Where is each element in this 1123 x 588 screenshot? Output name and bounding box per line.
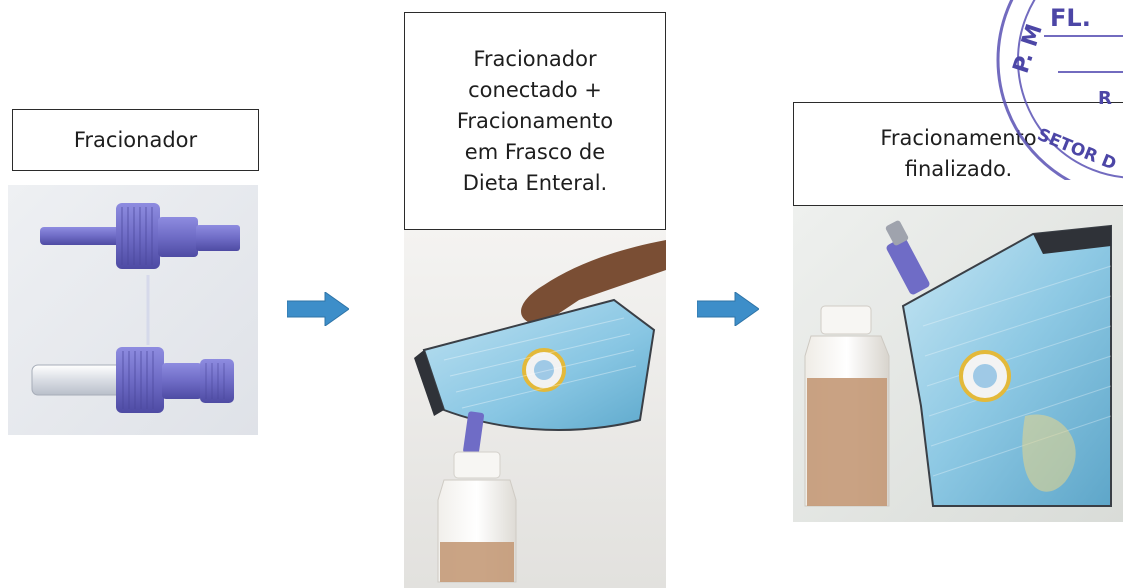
right-arrow-icon [696,291,760,330]
right-arrow-icon [286,291,350,330]
step1-photo-adapters [8,185,258,435]
step2-photo-pouring [404,230,666,588]
svg-text:FL.: FL. [1050,4,1091,32]
step1-label: Fracionador [73,127,198,152]
svg-text:R: R [1098,88,1112,109]
step2-label-box: Fracionador conectado + Fracionamento em… [404,12,666,230]
step2-label-line-1: Fracionador [473,46,597,71]
official-stamp: P. M FL. R SETOR D [986,0,1123,199]
step1-label-box: Fracionador [12,109,259,171]
svg-text:P. M: P. M [1009,21,1048,76]
step3-label-line-2: finalizado. [904,157,1013,181]
step3-label-line-1: Fracionamento [880,126,1037,150]
step2-label-line-5: Dieta Enteral. [462,170,608,195]
step2-label-line-3: Fracionamento [456,108,614,133]
step3-label-box: Fracionamento finalizado. [793,102,1123,206]
step2-label-line-2: conectado + [468,77,602,102]
step2-label-line-4: em Frasco de [464,139,606,164]
step3-photo-finished [793,206,1123,522]
